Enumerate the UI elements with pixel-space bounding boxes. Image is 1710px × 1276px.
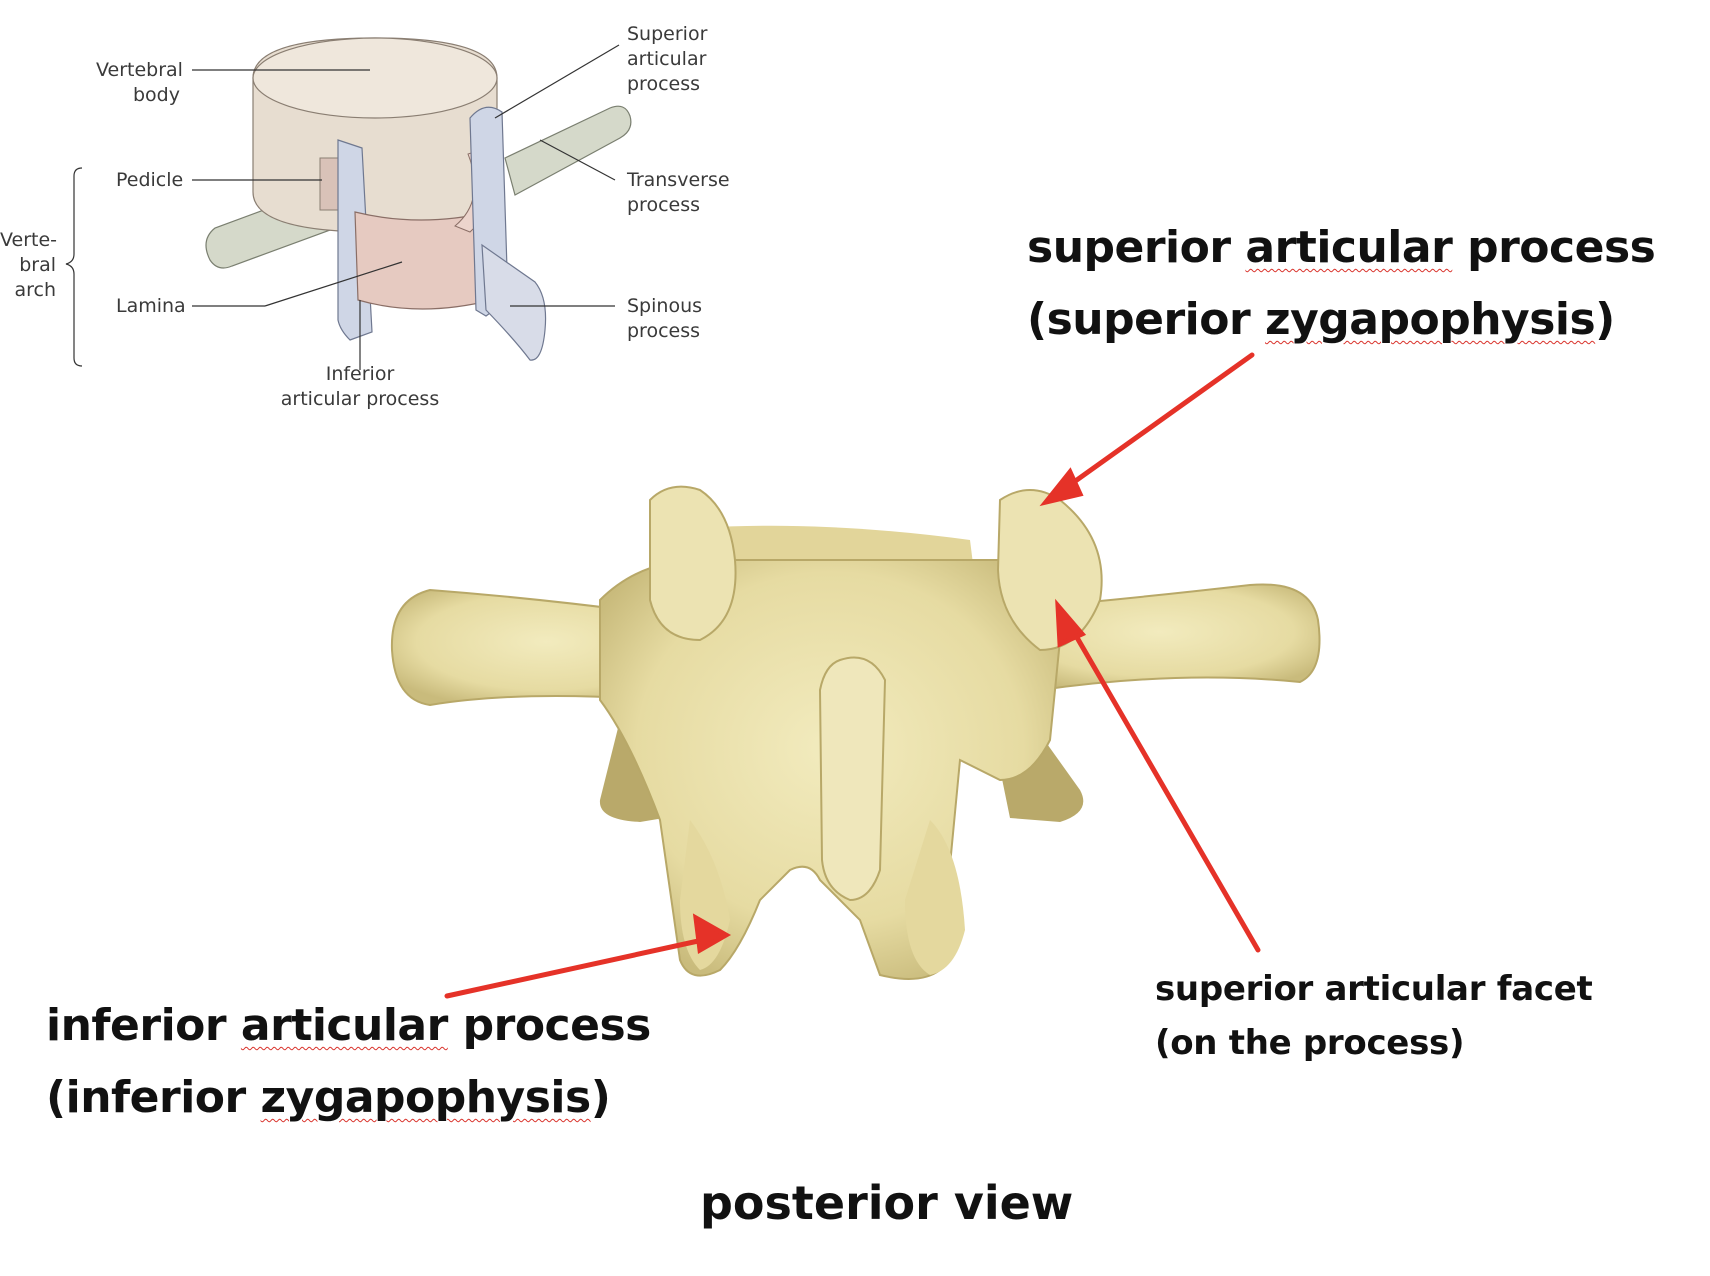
label-superior-line2: (superior zygapophysis) — [1027, 284, 1655, 356]
label-sap-line2: articular — [627, 48, 707, 70]
label-inferior-line1-suffix: process — [447, 1000, 652, 1051]
label-sp-line1: Spinous — [627, 295, 703, 317]
label-vertebral-body-line1: Vertebral — [96, 59, 183, 81]
bone-spinous — [818, 656, 887, 902]
label-superior-line2-flag: zygapophysis — [1265, 294, 1596, 345]
label-superior-line2-suffix: ) — [1595, 294, 1615, 345]
vertebral-body-top — [252, 37, 498, 119]
label-vertebral-arch: Verte- bral arch — [0, 228, 58, 303]
label-superior-line1-flag: articular — [1245, 222, 1453, 273]
label-iap-line2: articular process — [280, 388, 440, 410]
label-inferior-line2-prefix: (inferior — [46, 1072, 261, 1123]
label-tp-line2: process — [627, 194, 701, 216]
label-inferior-line2-suffix: ) — [590, 1072, 611, 1123]
label-vertebral-body-line2: body — [133, 84, 180, 106]
label-transverse-process: Transverse process — [627, 168, 730, 218]
label-superior-line2-prefix: (superior — [1027, 294, 1265, 345]
label-sap-line3: process — [627, 73, 701, 95]
label-inferior-line1-flag: articular — [240, 1000, 448, 1051]
label-superior-articular-process-photo: superior articular process (superior zyg… — [1027, 212, 1656, 356]
spinous-process-shape — [481, 243, 547, 361]
bone-sap-right — [996, 489, 1103, 652]
label-inferior-line2-flag: zygapophysis — [260, 1072, 592, 1123]
label-facet-line2: (on the process) — [1155, 1023, 1465, 1063]
transverse-process-right — [504, 105, 632, 196]
bone-iap-right — [905, 820, 965, 975]
label-superior-articular-facet: superior articular facet (on the process… — [1155, 962, 1593, 1070]
label-iap-line1: Inferior — [325, 363, 395, 385]
label-inferior-line1-prefix: inferior — [46, 1000, 241, 1051]
label-tp-line1: Transverse — [627, 169, 730, 191]
view-caption: posterior view — [700, 1176, 1074, 1230]
label-spinous-process: Spinous process — [627, 294, 702, 344]
label-va-line2: bral — [19, 254, 56, 276]
label-superior-line1-suffix: process — [1452, 222, 1656, 273]
label-inferior-line1: inferior articular process — [46, 990, 651, 1062]
label-sap-line1: Superior — [627, 23, 708, 45]
label-inferior-articular-process-photo: inferior articular process (inferior zyg… — [46, 990, 651, 1134]
label-inferior-articular-process: Inferior articular process — [280, 362, 440, 412]
label-va-line3: arch — [14, 279, 56, 301]
bone-sap-left — [649, 485, 737, 642]
label-lamina: Lamina — [116, 295, 186, 317]
label-facet-line1: superior articular facet — [1155, 969, 1593, 1009]
label-va-line1: Verte- — [0, 229, 58, 251]
label-inferior-line2: (inferior zygapophysis) — [46, 1062, 651, 1134]
label-pedicle: Pedicle — [116, 169, 184, 191]
label-sp-line2: process — [627, 320, 701, 342]
schematic-diagram — [65, 37, 632, 370]
label-superior-articular-process: Superior articular process — [627, 22, 707, 97]
label-superior-line1: superior articular process — [1027, 212, 1656, 284]
label-superior-line1-prefix: superior — [1027, 222, 1246, 273]
label-vertebral-body: Vertebral body — [96, 58, 183, 108]
